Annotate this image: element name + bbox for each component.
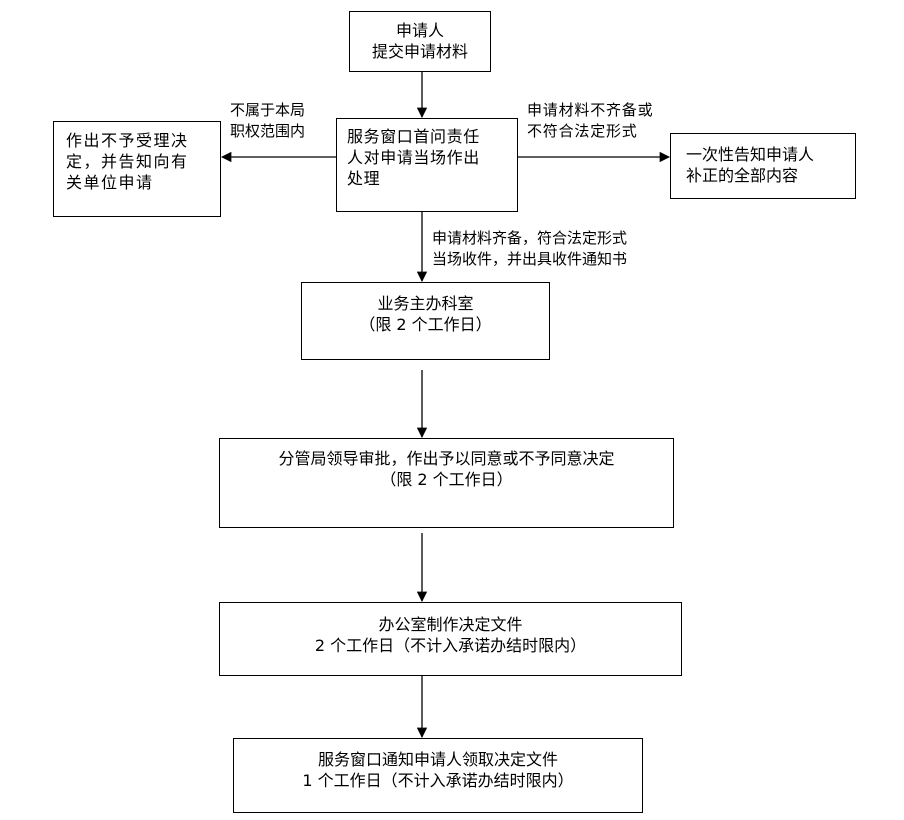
node-office-document-line-2: 2 个工作日（不计入承诺办结时限内） — [314, 636, 587, 655]
node-notify-correction: 一次性告知申请人 补正的全部内容 — [670, 133, 856, 199]
edge-label-complete-line-2: 当场收件，并出具收件通知书 — [432, 250, 628, 268]
node-office-document: 办公室制作决定文件 2 个工作日（不计入承诺办结时限内） — [219, 602, 682, 676]
edge-label-not-in-scope-line-1: 不属于本局 — [230, 101, 306, 119]
node-service-window-line-1: 服务窗口首问责任 — [347, 127, 480, 146]
node-reject-line-2: 定，并告知向有 — [66, 152, 189, 171]
edge-label-complete: 申请材料齐备，符合法定形式 当场收件，并出具收件通知书 — [432, 228, 627, 270]
node-reject: 作出不予受理决 定，并告知向有 关单位申请 — [53, 121, 221, 217]
node-service-window-line-3: 处理 — [347, 169, 381, 188]
edge-label-incomplete: 申请材料不齐备或 不符合法定形式 — [527, 100, 653, 142]
node-leader-approval: 分管局领导审批，作出予以同意或不予同意决定 （限 2 个工作日） — [219, 438, 674, 528]
node-applicant-line-2: 提交申请材料 — [371, 42, 468, 61]
node-reject-line-3: 关单位申请 — [66, 173, 154, 192]
node-notify-pickup-line-2: 1 个工作日（不计入承诺办结时限内） — [302, 771, 574, 790]
node-notify-pickup: 服务窗口通知申请人领取决定文件 1 个工作日（不计入承诺办结时限内） — [233, 738, 643, 813]
node-notify-pickup-line-1: 服务窗口通知申请人领取决定文件 — [317, 750, 558, 769]
edge-label-complete-line-1: 申请材料齐备，符合法定形式 — [432, 229, 628, 247]
node-service-window-line-2: 人对申请当场作出 — [347, 148, 480, 167]
node-service-window: 服务窗口首问责任 人对申请当场作出 处理 — [336, 118, 518, 212]
node-business-office-line-1: 业务主办科室 — [377, 294, 474, 313]
node-leader-approval-line-2: （限 2 个工作日） — [380, 470, 513, 489]
edge-label-not-in-scope-line-2: 职权范围内 — [230, 122, 306, 140]
node-office-document-line-1: 办公室制作决定文件 — [378, 615, 523, 634]
edge-label-not-in-scope: 不属于本局 职权范围内 — [230, 100, 305, 142]
node-applicant: 申请人 提交申请材料 — [349, 11, 491, 72]
node-notify-correction-line-2: 补正的全部内容 — [686, 166, 799, 185]
edge-label-incomplete-line-2: 不符合法定形式 — [527, 122, 638, 140]
node-business-office: 业务主办科室 （限 2 个工作日） — [301, 282, 550, 360]
node-reject-line-1: 作出不予受理决 — [66, 131, 189, 150]
node-leader-approval-line-1: 分管局领导审批，作出予以同意或不予同意决定 — [278, 449, 615, 468]
node-applicant-line-1: 申请人 — [395, 21, 444, 40]
node-business-office-line-2: （限 2 个工作日） — [359, 315, 492, 334]
node-notify-correction-line-1: 一次性告知申请人 — [686, 145, 815, 164]
edge-label-incomplete-line-1: 申请材料不齐备或 — [527, 101, 654, 119]
